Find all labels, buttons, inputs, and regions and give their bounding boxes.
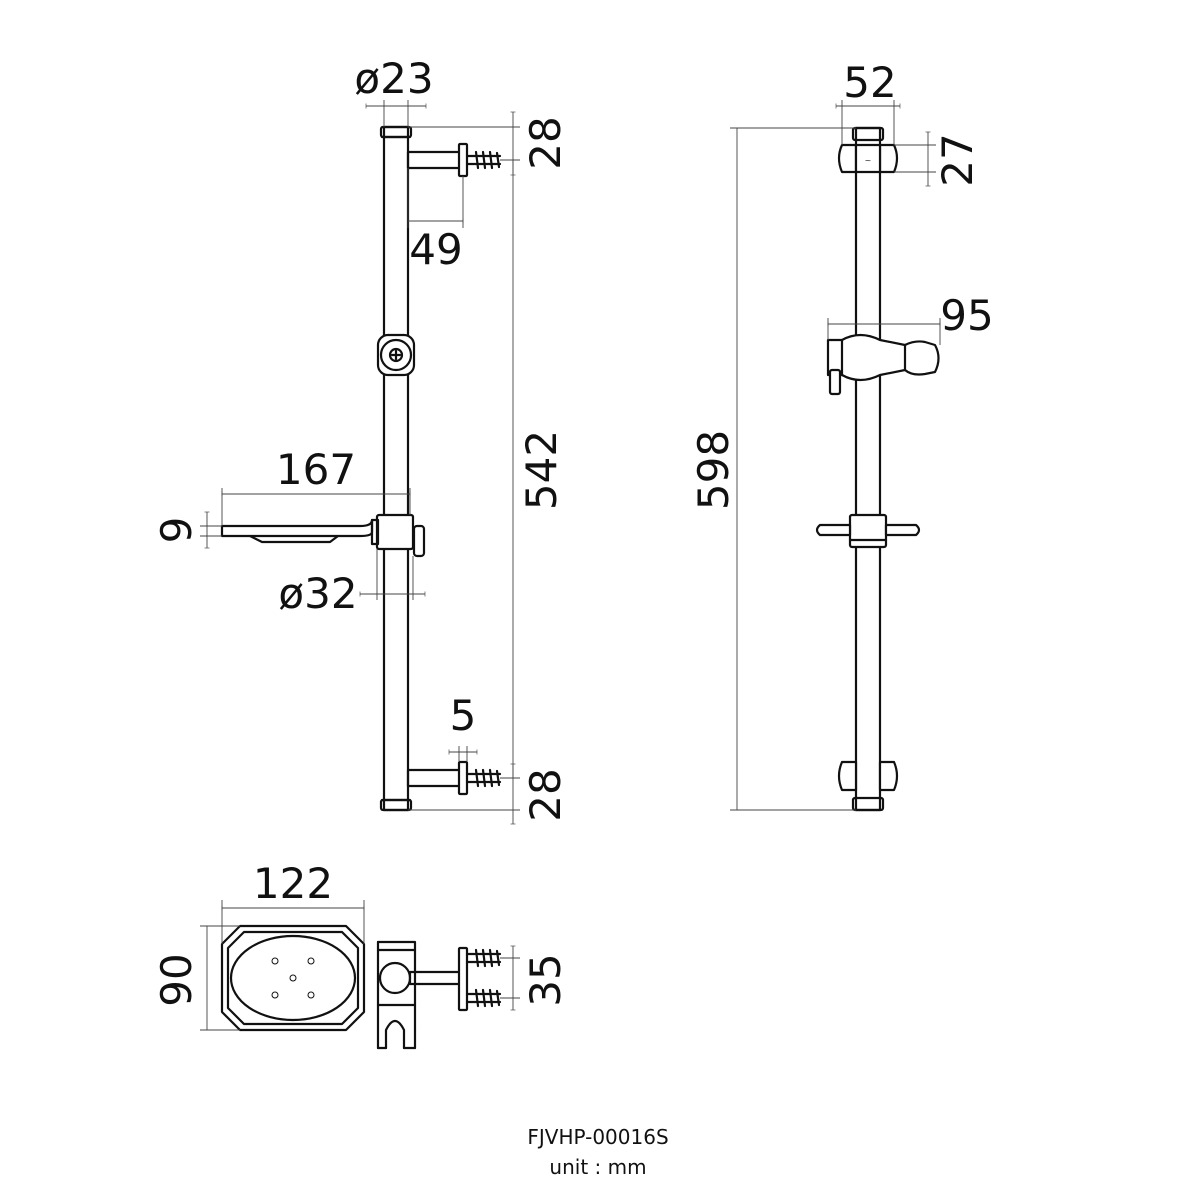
dim-top-dish-depth: 90 <box>152 953 201 1006</box>
side-dish-holder <box>815 513 921 549</box>
front-view <box>220 125 502 812</box>
top-clamp <box>376 940 417 1050</box>
dim-top-screw-spacing: 35 <box>521 953 570 1006</box>
top-dimensions: 122 90 35 <box>152 859 570 1031</box>
side-view: ~ <box>815 126 940 812</box>
front-top-bracket <box>406 142 502 178</box>
side-bottom-cap <box>837 760 899 792</box>
front-dimensions: ø23 28 49 542 167 9 ø32 5 <box>152 54 570 825</box>
front-holder-knob <box>376 333 416 377</box>
dim-side-holder-depth: 95 <box>940 291 993 340</box>
dim-side-cap-height: 27 <box>933 133 982 186</box>
side-top-cap: ~ <box>837 143 899 174</box>
dim-front-top-offset: 28 <box>521 116 570 169</box>
front-slide-bar <box>382 125 410 812</box>
top-view <box>220 924 502 1050</box>
dim-top-dish-width: 122 <box>253 859 333 908</box>
top-bracket <box>408 946 502 1012</box>
dim-front-dish-width: 167 <box>276 445 356 494</box>
dim-side-cap-width: 52 <box>843 58 896 107</box>
product-code: FJVHP-00016S <box>527 1125 668 1149</box>
dim-front-mount-spacing: 542 <box>517 430 566 510</box>
side-shower-holder <box>826 333 940 396</box>
side-dimensions: 52 27 95 598 <box>689 58 994 811</box>
unit-note: unit : mm <box>549 1155 646 1179</box>
dim-side-total-length: 598 <box>689 430 738 510</box>
dim-front-bracket-depth: 49 <box>409 225 462 274</box>
dim-front-flange-thickness: 5 <box>450 691 477 740</box>
front-bottom-bracket <box>406 760 502 796</box>
dim-front-bottom-offset: 28 <box>521 768 570 821</box>
front-soap-dish <box>220 513 426 558</box>
dim-front-bar-diameter: ø23 <box>354 54 433 103</box>
side-slide-bar <box>854 126 882 812</box>
svg-text:~: ~ <box>865 156 872 165</box>
dim-front-clamp-diameter: ø32 <box>278 569 357 618</box>
top-soap-dish <box>220 924 366 1032</box>
dim-front-dish-thickness: 9 <box>152 517 201 544</box>
